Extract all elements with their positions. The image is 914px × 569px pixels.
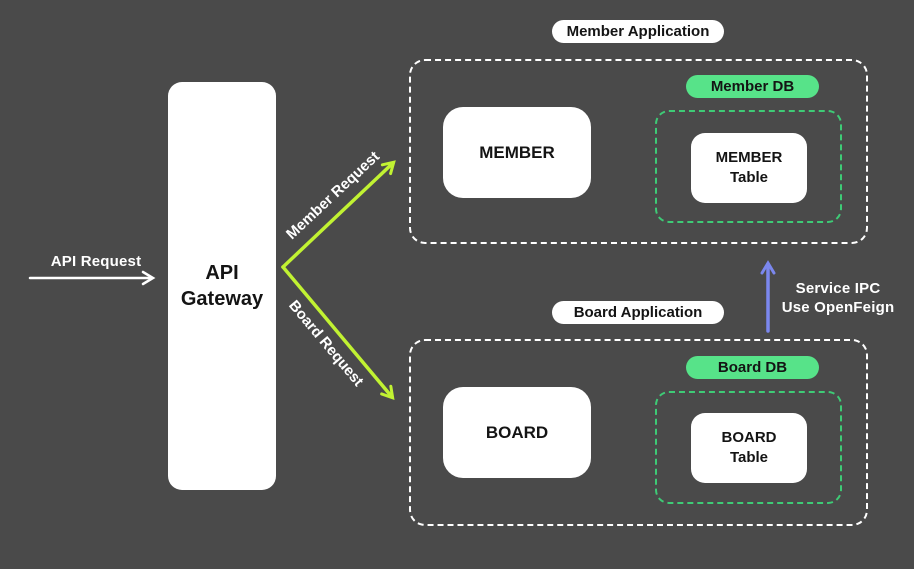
board-application-boundary [409, 339, 868, 526]
api-gateway-label-line2: Gateway [180, 288, 264, 310]
member-table-node: MEMBER Table [691, 133, 807, 203]
api-gateway-label-line1: API [205, 262, 239, 284]
member-table-label-line2: Table [729, 169, 769, 186]
service-ipc-label-line1: Service IPC [795, 280, 881, 297]
member-db-boundary [655, 110, 842, 223]
member-service-node: MEMBER [443, 107, 591, 198]
board-request-arrow [281, 265, 395, 401]
member-table-label-line1: MEMBER [715, 149, 783, 166]
board-table-label-line2: Table [729, 449, 769, 466]
api-request-label: API Request [50, 253, 142, 270]
board-db-badge: Board DB [686, 356, 819, 379]
service-ipc-label: Service IPC Use OpenFeign [780, 279, 896, 317]
service-ipc-label-line2: Use OpenFeign [781, 299, 895, 316]
board-table-label-line1: BOARD [721, 429, 777, 446]
board-db-boundary [655, 391, 842, 504]
member-db-badge: Member DB [686, 75, 819, 98]
board-service-node: BOARD [443, 387, 591, 478]
member-application-boundary [409, 59, 868, 244]
member-application-title: Member Application [552, 20, 724, 43]
board-request-label: Board Request [285, 297, 367, 390]
member-request-label: Member Request [283, 148, 383, 243]
api-gateway-node: API Gateway [168, 82, 276, 490]
board-table-node: BOARD Table [691, 413, 807, 483]
board-application-title: Board Application [552, 301, 724, 324]
